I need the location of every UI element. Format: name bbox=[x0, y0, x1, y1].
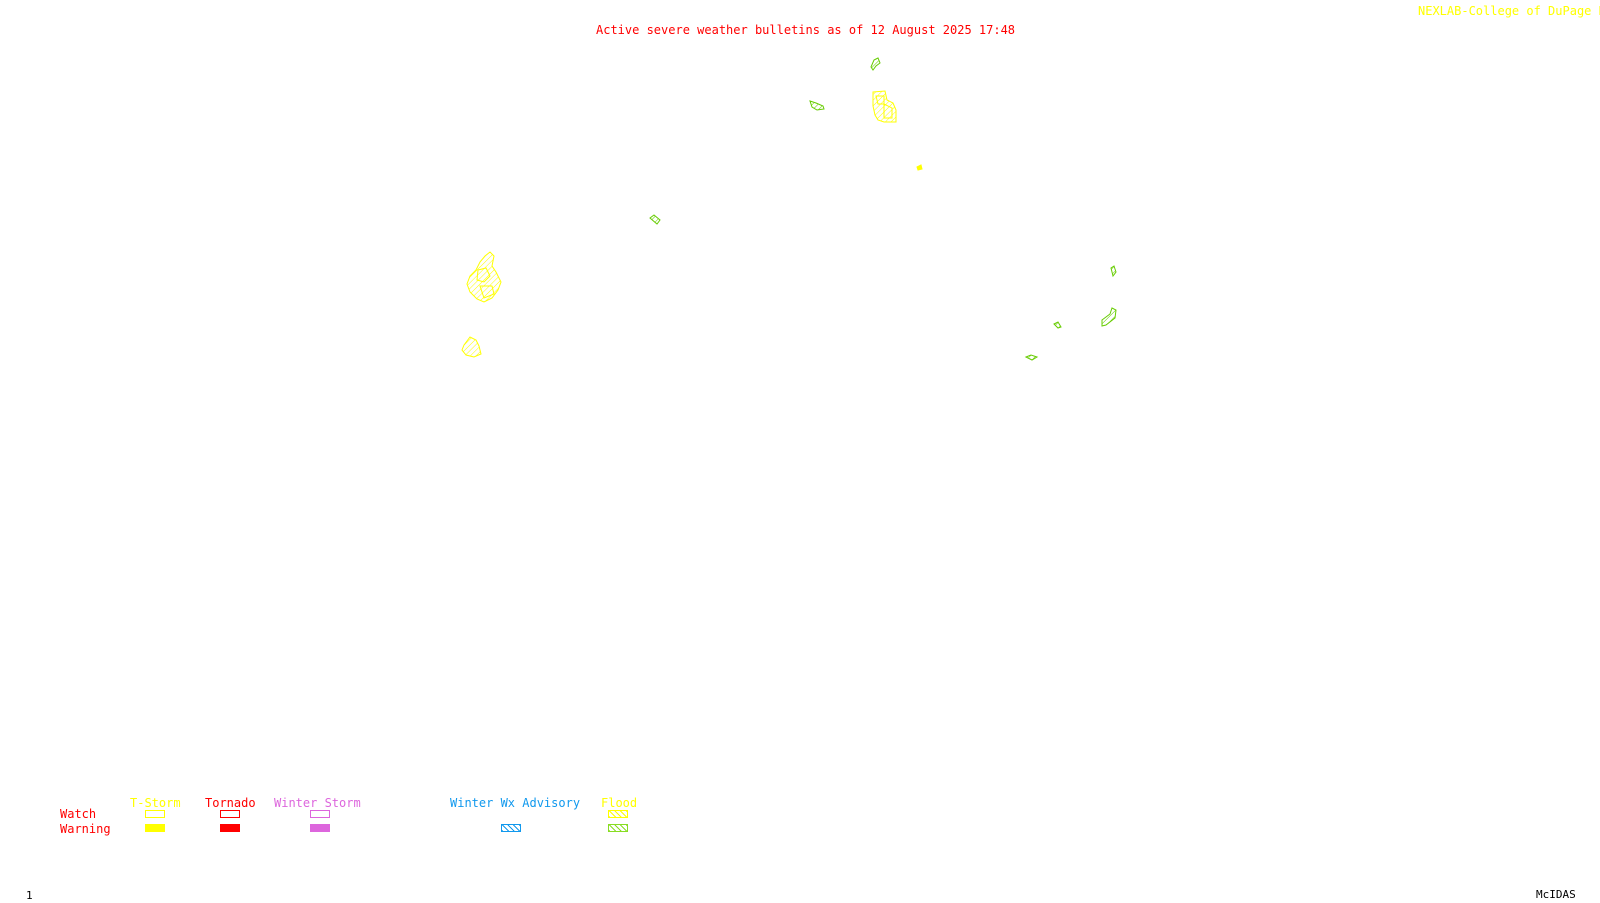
flood-polygon-icon bbox=[1053, 321, 1062, 329]
flood-warning-swatch bbox=[608, 824, 628, 832]
software-label: McIDAS bbox=[1536, 888, 1576, 901]
legend-label-winter-storm: Winter Storm bbox=[274, 796, 361, 810]
tstorm-polygon-icon bbox=[466, 251, 502, 303]
flood-polygon-icon bbox=[1110, 265, 1117, 278]
tornado-watch-swatch bbox=[220, 810, 240, 818]
flood-polygon-icon bbox=[809, 100, 825, 111]
tstorm-polygon-icon bbox=[916, 164, 923, 171]
flood-polygon-icon bbox=[1101, 307, 1117, 327]
tstorm-watch-swatch bbox=[145, 810, 165, 818]
tstorm-polygon-icon bbox=[476, 267, 495, 299]
legend-label-winter-wx-advisory: Winter Wx Advisory bbox=[450, 796, 581, 810]
legend-row-watch: Watch bbox=[60, 807, 97, 821]
tstorm-polygon-icon bbox=[461, 336, 482, 358]
source-label: NEXLAB-College of DuPage R bbox=[1418, 4, 1600, 18]
winter-storm-warning-swatch bbox=[310, 824, 330, 832]
frame-number: 1 bbox=[26, 889, 33, 902]
tstorm-polygon-icon bbox=[875, 95, 893, 119]
flood-polygon-icon bbox=[1024, 354, 1039, 361]
flood-polygon-icon bbox=[649, 214, 661, 225]
legend-label-tstorm: T-Storm bbox=[130, 796, 181, 810]
flood-polygon-icon bbox=[870, 57, 881, 71]
flood-watch-swatch bbox=[608, 810, 628, 818]
tornado-warning-swatch bbox=[220, 824, 240, 832]
map-title: Active severe weather bulletins as of 12… bbox=[596, 23, 1016, 37]
tstorm-warning-swatch bbox=[145, 824, 165, 832]
legend-row-warning: Warning bbox=[60, 822, 111, 836]
legend-label-tornado: Tornado bbox=[205, 796, 256, 810]
bulletin-polygons bbox=[461, 57, 1117, 361]
winter-storm-watch-swatch bbox=[310, 810, 330, 818]
legend-label-flood: Flood bbox=[601, 796, 638, 810]
winter-wx-advisory-swatch bbox=[501, 824, 521, 832]
